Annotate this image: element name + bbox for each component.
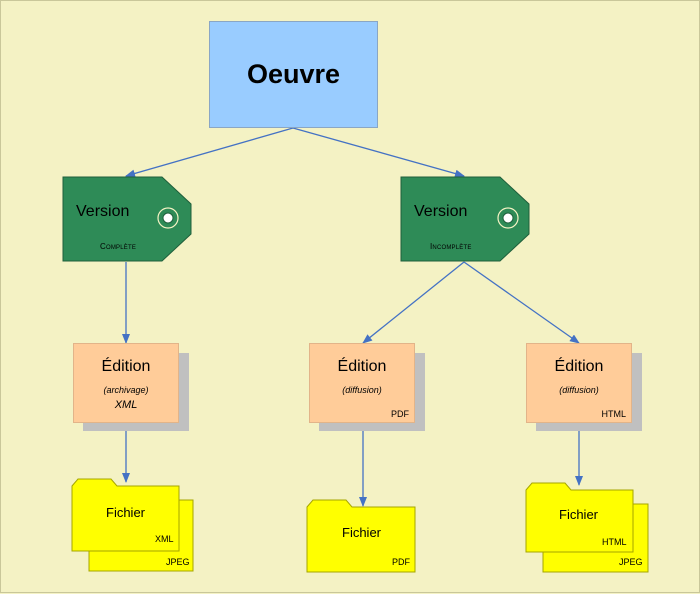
file-label: Fichier (106, 505, 146, 520)
arrow-oeuvre-to-version-incomplete (292, 127, 465, 178)
file-format-front: HTML (602, 537, 627, 547)
edition-title: Édition (554, 358, 604, 375)
ring-icon (497, 207, 519, 229)
arrow-version-to-edition-pdf (362, 261, 465, 344)
version-title: Version (414, 203, 468, 220)
arrow-version-to-edition-html (463, 261, 580, 344)
oeuvre-box: Oeuvre (209, 21, 378, 128)
file-format-back: JPEG (619, 557, 643, 567)
version-subtitle: Incomplète (430, 242, 472, 251)
edition-note: (diffusion) (559, 385, 599, 395)
file-format-back: JPEG (166, 557, 190, 567)
edition-title: Édition (101, 358, 151, 375)
edition-title: Édition (337, 358, 387, 375)
edition-html-box: Édition (diffusion) HTML (526, 343, 632, 423)
file-label: Fichier (559, 507, 599, 522)
folder-icon (71, 478, 194, 572)
edition-format-badge: HTML (601, 409, 627, 419)
file-folder-pdf: Fichier PDF (306, 499, 421, 575)
file-format-front: XML (155, 534, 174, 544)
ring-icon (157, 207, 179, 229)
folder-icon (525, 482, 649, 573)
edition-format: XML (114, 399, 138, 411)
edition-pdf-box: Édition (diffusion) PDF (309, 343, 415, 423)
file-format-front: PDF (392, 557, 410, 567)
edition-note: (diffusion) (342, 385, 382, 395)
edition-note: (archivage) (103, 385, 149, 395)
oeuvre-label: Oeuvre (246, 59, 341, 89)
edition-archivage-box: Édition (archivage) XML (73, 343, 179, 423)
edition-format-badge: PDF (391, 409, 409, 419)
version-complete-tag: Version Complète (62, 176, 192, 262)
file-folder-xml-group: Fichier XML JPEG (71, 478, 201, 573)
arrow-oeuvre-to-version-complete (125, 127, 294, 178)
file-folder-html-group: Fichier HTML JPEG (525, 482, 655, 577)
folder-icon (306, 499, 416, 573)
version-title: Version (76, 203, 130, 220)
file-label: Fichier (342, 525, 382, 540)
version-incomplete-tag: Version Incomplète (400, 176, 530, 262)
version-subtitle: Complète (100, 242, 137, 251)
